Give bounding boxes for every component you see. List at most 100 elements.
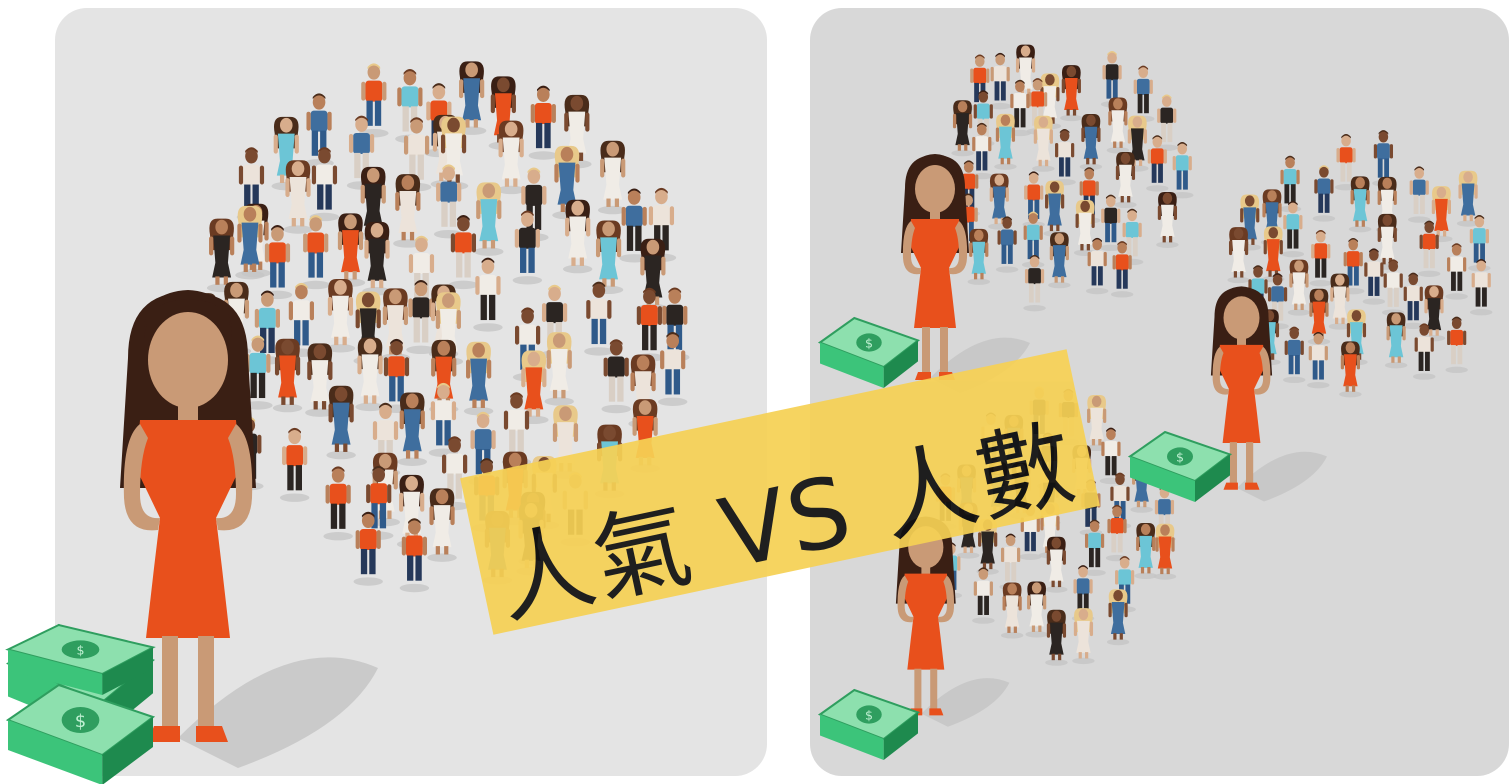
- crowd-person: [1384, 312, 1408, 369]
- crowd-person: [1156, 191, 1179, 248]
- crowd-person: [619, 188, 649, 263]
- crowd-person: [562, 199, 593, 274]
- crowd-person: [1430, 186, 1453, 243]
- crowd-person: [528, 85, 559, 160]
- crowd-person: [1445, 316, 1468, 374]
- crowd-person: [1132, 65, 1155, 123]
- crowd-person: [1085, 237, 1109, 295]
- crowd-person: [488, 76, 519, 150]
- crowd-person: [1445, 243, 1468, 300]
- crowd-person: [1060, 65, 1083, 122]
- crowd-person: [550, 405, 581, 479]
- money-layer: $$$$$$: [5, 316, 1233, 784]
- crowd-person: [1048, 232, 1071, 289]
- crowd-person: [1120, 208, 1144, 266]
- money-stack: $: [5, 623, 156, 695]
- crowd-person: [1348, 176, 1372, 233]
- crowd-person: [968, 54, 991, 111]
- crowd-person: [552, 145, 582, 220]
- crowd-person: [359, 63, 389, 138]
- crowd-person: [305, 343, 335, 417]
- crowd-person: [279, 427, 310, 502]
- svg-text:$: $: [76, 642, 84, 657]
- influencer: [1210, 286, 1327, 502]
- money-stack: $: [1127, 430, 1233, 502]
- svg-text:$: $: [1176, 449, 1184, 464]
- crowd-person: [544, 332, 574, 406]
- crowd-person: [456, 61, 487, 135]
- crowd-person: [988, 173, 1011, 230]
- crowd-person: [433, 164, 464, 239]
- crowd-person: [1023, 254, 1046, 312]
- crowd-person: [1281, 200, 1305, 258]
- influencer: [120, 290, 378, 768]
- crowd-person: [657, 331, 688, 407]
- crowd-person: [1126, 115, 1149, 172]
- crowd-layer: [188, 44, 1493, 666]
- crowd-person: [512, 210, 543, 285]
- crowd-person: [448, 215, 479, 290]
- crowd-person: [406, 280, 436, 355]
- crowd-person: [1417, 220, 1441, 277]
- crowd-person: [206, 218, 237, 293]
- crowd-person: [1408, 166, 1431, 223]
- crowd-person: [309, 147, 340, 222]
- crowd-person: [994, 113, 1017, 170]
- crowd-person: [355, 337, 385, 412]
- crowd-person: [1008, 79, 1032, 137]
- crowd-person: [325, 278, 356, 353]
- crowd-person: [399, 518, 430, 593]
- crowd-person: [1053, 128, 1076, 186]
- crowd-person: [1000, 582, 1024, 639]
- crowd-person: [1105, 504, 1129, 562]
- crowd-person: [1032, 115, 1055, 172]
- crowd-person: [474, 182, 504, 256]
- crowd-person: [1456, 170, 1480, 227]
- crowd-person: [1072, 608, 1095, 665]
- svg-text:$: $: [865, 707, 873, 722]
- crowd-person: [1362, 248, 1386, 305]
- crowd-person: [1045, 609, 1068, 666]
- crowd-person: [1402, 272, 1425, 330]
- crowd-person: [1470, 259, 1493, 316]
- crowd-person: [1153, 523, 1177, 580]
- crowd-person: [1283, 326, 1306, 384]
- crowd-person: [1227, 227, 1250, 284]
- crowd-person: [601, 339, 631, 414]
- crowd-person: [1278, 155, 1302, 213]
- crowd-person: [1309, 230, 1332, 287]
- crowd-person: [1146, 135, 1169, 192]
- crowd-person: [1043, 180, 1066, 237]
- crowd-person: [1262, 226, 1285, 283]
- crowd-person: [1073, 200, 1097, 257]
- money-stack: $: [817, 316, 921, 388]
- crowd-person: [393, 174, 423, 248]
- crowd-person: [1106, 97, 1130, 154]
- crowd-person: [427, 488, 457, 562]
- crowd-person: [1079, 113, 1103, 170]
- crowd-person: [272, 338, 303, 413]
- crowd-person: [995, 216, 1019, 273]
- crowd-person: [593, 220, 624, 295]
- crowd-person: [496, 120, 526, 195]
- crowd-person: [1413, 323, 1436, 380]
- crowd-person: [358, 166, 388, 241]
- svg-text:$: $: [75, 711, 86, 732]
- crowd-person: [235, 205, 265, 280]
- crowd-person: [304, 93, 334, 168]
- crowd-person: [598, 140, 628, 215]
- money-stack: $: [817, 688, 921, 760]
- crowd-person: [353, 511, 383, 586]
- crowd-person: [323, 466, 353, 541]
- crowd-person: [1025, 581, 1048, 638]
- crowd-person: [1085, 395, 1108, 452]
- crowd-person: [967, 228, 990, 285]
- crowd-person: [1134, 523, 1157, 580]
- crowd-person: [1312, 165, 1336, 222]
- crowd-person: [988, 52, 1012, 110]
- crowd-person: [1307, 331, 1330, 389]
- crowd-person: [397, 392, 427, 466]
- crowd-person: [1045, 536, 1068, 593]
- crowd-person: [1422, 285, 1446, 342]
